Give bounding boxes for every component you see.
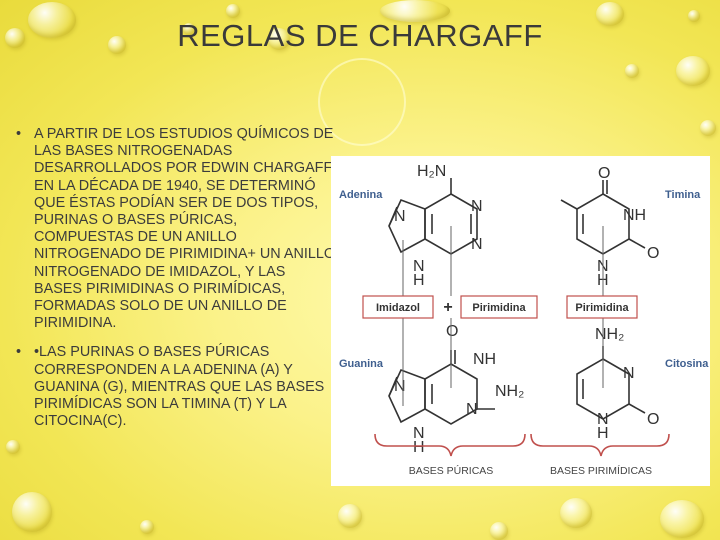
water-drop-decoration <box>5 28 25 48</box>
water-drop-decoration <box>108 36 126 54</box>
pirimidina-label-right: Pirimidina <box>575 302 629 314</box>
pirimidina-box-right <box>566 295 638 319</box>
water-drop-decoration <box>6 440 20 454</box>
water-drop-decoration <box>700 120 716 136</box>
svg-text:N: N <box>471 236 483 253</box>
water-drop-decoration <box>596 2 624 26</box>
bases-pirimidicas-label: BASES PIRIMÍDICAS <box>550 464 652 477</box>
plus-sign: + <box>443 299 452 316</box>
imidazol-label: Imidazol <box>376 302 420 314</box>
svg-text:NH: NH <box>473 351 496 368</box>
bullet-item: •LAS PURINAS O BASES PÚRICAS CORRESPONDE… <box>14 344 336 430</box>
guanine-structure <box>388 350 495 425</box>
svg-text:H: H <box>597 425 609 442</box>
pirimidina-label-left: Pirimidina <box>472 302 526 314</box>
bullet-list: A PARTIR DE LOS ESTUDIOS QUÍMICOS DE LAS… <box>14 126 336 430</box>
water-drop-decoration <box>490 522 508 540</box>
svg-text:O: O <box>647 245 659 262</box>
water-drop-decoration <box>226 4 240 18</box>
water-drop-decoration <box>380 0 450 22</box>
bases-diagram: Adenina Timina Guanina Citosina H₂N N N … <box>339 163 709 477</box>
nitrogenous-bases-figure: Adenina Timina Guanina Citosina H₂N N N … <box>331 156 710 486</box>
svg-text:N: N <box>471 198 483 215</box>
bases-puricas-label: BASES PÚRICAS <box>409 464 494 477</box>
svg-text:N: N <box>466 401 478 418</box>
svg-text:N: N <box>413 425 425 442</box>
bullet-list-container: A PARTIR DE LOS ESTUDIOS QUÍMICOS DE LAS… <box>14 126 336 442</box>
label-adenina: Adenina <box>339 189 383 201</box>
water-drop-decoration <box>140 520 154 534</box>
group-braces <box>374 433 670 457</box>
water-drop-decoration <box>660 500 704 538</box>
water-drop-decoration <box>560 498 592 528</box>
svg-text:O: O <box>598 165 610 182</box>
water-drop-decoration <box>183 23 195 35</box>
svg-text:H: H <box>413 439 425 456</box>
label-guanina: Guanina <box>339 358 384 370</box>
svg-text:O: O <box>647 411 659 428</box>
slide-title: REGLAS DE CHARGAFF <box>177 18 543 53</box>
ring-decoration <box>318 58 406 146</box>
label-citosina: Citosina <box>665 358 709 370</box>
bullet-item: A PARTIR DE LOS ESTUDIOS QUÍMICOS DE LAS… <box>14 126 336 332</box>
water-drop-decoration <box>688 10 700 22</box>
water-drop-decoration <box>625 64 639 78</box>
water-drop-decoration <box>28 2 76 38</box>
svg-text:NH: NH <box>623 207 646 224</box>
label-timina: Timina <box>665 189 701 201</box>
svg-text:H₂N: H₂N <box>417 163 446 180</box>
pirimidina-box-left <box>460 295 538 319</box>
svg-text:NH₂: NH₂ <box>595 326 624 343</box>
water-drop-decoration <box>676 56 710 86</box>
svg-text:H: H <box>413 272 425 289</box>
water-drop-decoration <box>12 492 52 532</box>
svg-text:N: N <box>623 365 635 382</box>
svg-text:NH₂: NH₂ <box>495 383 524 400</box>
svg-text:N: N <box>394 378 406 395</box>
svg-text:O: O <box>446 323 458 340</box>
svg-text:N: N <box>394 208 406 225</box>
water-drop-decoration <box>268 28 290 50</box>
cytosine-structure <box>576 346 646 420</box>
imidazol-box <box>362 295 434 319</box>
svg-text:N: N <box>597 411 609 428</box>
diagram-arrows <box>402 226 604 406</box>
svg-text:N: N <box>413 258 425 275</box>
water-drop-decoration <box>338 504 362 528</box>
